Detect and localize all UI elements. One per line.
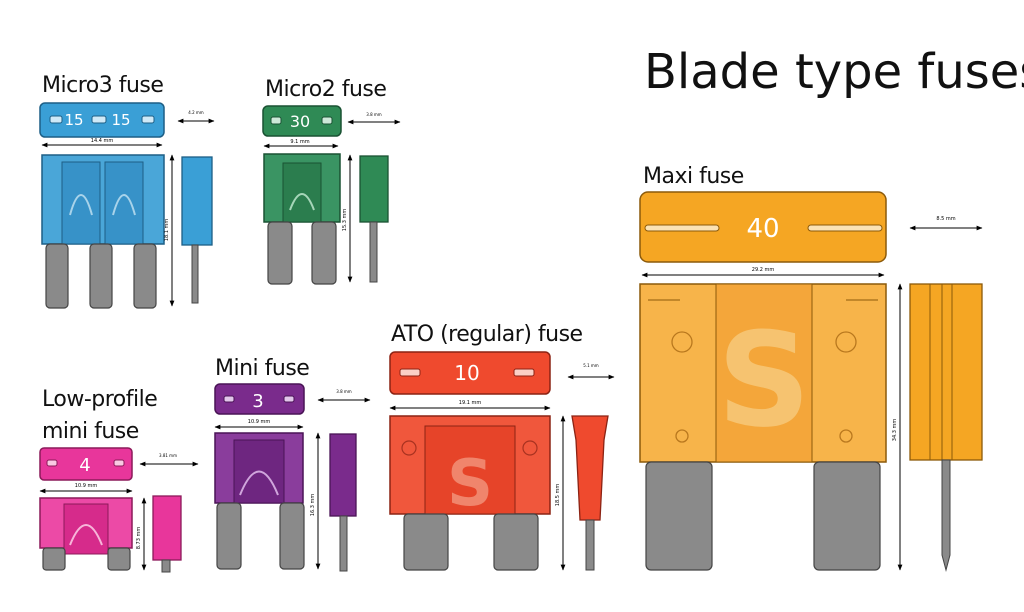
mini-rating: 3	[252, 391, 263, 412]
micro2-label: Micro2 fuse	[265, 77, 387, 102]
micro2-fuse: 30 9.1 mm 3.8 mm 15.3 mm	[262, 105, 401, 285]
micro3-rating-a: 15	[64, 111, 83, 129]
mini-width-dim: 10.9 mm	[248, 419, 271, 425]
micro3-fuse: 15 15 14.4 mm 4.2 mm 18.1 mm	[39, 102, 215, 309]
lowprofile-label-line2: mini fuse	[42, 419, 139, 444]
lowprofile-depth-dim: 3.81 mm	[159, 453, 177, 458]
ato-top-body	[389, 351, 551, 395]
mini-height-dim: 16.3 mm	[310, 494, 316, 517]
maxi-width-dim: 29.2 mm	[752, 267, 775, 273]
svg-text:S: S	[447, 447, 493, 521]
mini-fuse: 3 10.9 mm 3.8 mm 16.3 mm	[214, 383, 371, 572]
micro2-rating: 30	[290, 112, 310, 131]
ato-height-dim: 18.5 mm	[555, 484, 561, 507]
maxi-label: Maxi fuse	[643, 164, 744, 189]
lowprofile-top-body	[39, 447, 133, 481]
page-title: Blade type fuses	[644, 44, 1024, 100]
maxi-rating: 40	[746, 214, 779, 244]
maxi-height-dim: 34.3 mm	[892, 419, 898, 442]
lowprofile-height-dim: 8.73 mm	[136, 527, 142, 550]
ato-depth-dim: 5.1 mm	[583, 363, 599, 368]
maxi-top-body	[639, 191, 887, 263]
ato-width-dim: 19.1 mm	[459, 400, 482, 406]
micro3-height-dim: 18.1 mm	[164, 219, 170, 242]
maxi-depth-dim: 8.5 mm	[936, 216, 955, 222]
micro2-width-dim: 9.1 mm	[290, 139, 309, 145]
ato-rating: 10	[454, 361, 479, 385]
mini-depth-dim: 3.8 mm	[336, 389, 352, 394]
mini-label: Mini fuse	[215, 356, 310, 381]
lowprofile-width-dim: 10.9 mm	[75, 483, 98, 489]
lowprofile-fuse: 4 10.9 mm 3.81 mm 8.73 mm	[39, 447, 199, 573]
svg-text:S: S	[717, 304, 811, 456]
micro2-height-dim: 15.3 mm	[342, 209, 348, 232]
micro3-label: Micro3 fuse	[42, 73, 164, 98]
ato-label: ATO (regular) fuse	[391, 322, 583, 347]
mini-top-body	[214, 383, 305, 415]
lowprofile-rating: 4	[79, 455, 90, 476]
micro2-depth-dim: 3.8 mm	[366, 112, 382, 117]
micro3-rating-b: 15	[111, 111, 130, 129]
maxi-fuse: 40 S 29.2 mm 8.5 mm 34.3 mm	[639, 191, 983, 572]
ato-fuse: 10 S 19.1 mm 5.1 mm 18.5 mm	[389, 351, 615, 571]
lowprofile-label-line1: Low-profile	[42, 387, 158, 412]
micro3-depth-dim: 4.2 mm	[188, 110, 204, 115]
micro2-top-body	[262, 105, 342, 137]
micro3-width-dim: 14.4 mm	[91, 138, 114, 144]
micro3-lower-body	[41, 154, 165, 245]
